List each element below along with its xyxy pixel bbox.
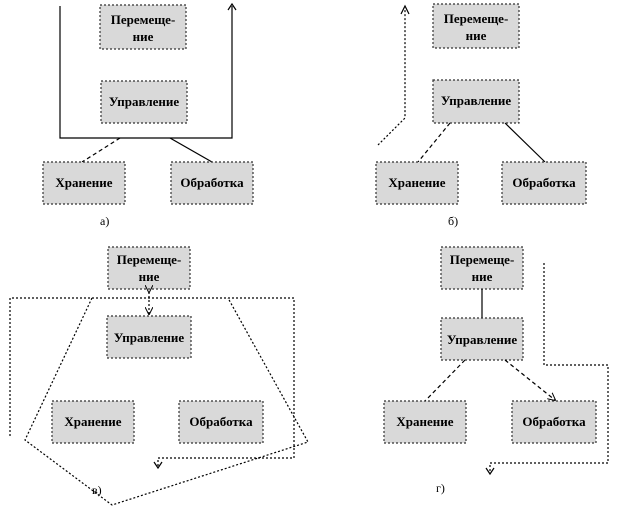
panel-c-processing-block	[178, 400, 264, 444]
panel-d-move-line2: ние	[472, 269, 493, 284]
panel-b-caption: б)	[448, 214, 458, 228]
panel-d-arrow-head	[485, 467, 495, 476]
panel-c-frame-path	[9, 297, 295, 466]
panel-c-control-label: Управление	[114, 330, 185, 345]
panel-d-move-line1: Перемеще-	[450, 252, 515, 267]
panel-b-link-storage	[417, 122, 451, 163]
panel-d-storage-label: Хранение	[396, 414, 453, 429]
panel-b-arrow-head	[400, 4, 410, 15]
panel-a-caption: a)	[100, 214, 109, 228]
panel-b-move-line1: Перемеще-	[444, 11, 509, 26]
panel-b-move-block	[432, 3, 520, 49]
panel-a-control-label: Управление	[109, 94, 180, 109]
panel-c: Перемеще- ние Управление Хранение Обрабо…	[9, 246, 309, 506]
panel-b-move-line2: ние	[466, 28, 487, 43]
panel-a-move-line2: ние	[133, 29, 154, 44]
panel-a-storage-label: Хранение	[55, 175, 112, 190]
panel-c-storage-label: Хранение	[64, 414, 121, 429]
panel-d-processing-label: Обработка	[522, 414, 586, 429]
panel-c-arrow-head	[153, 461, 163, 470]
panel-a-move-line1: Перемеще-	[111, 12, 176, 27]
panel-d-frame-path	[489, 263, 609, 472]
panel-c-trapezoid	[24, 297, 309, 506]
panel-b-control-label: Управление	[441, 93, 512, 108]
panel-d-move-block	[440, 246, 524, 290]
panel-b-storage-label: Хранение	[388, 175, 445, 190]
panel-b-control-block	[432, 79, 520, 124]
panel-b-link-processing	[504, 122, 546, 163]
panel-d-caption: г)	[436, 481, 445, 495]
panel-b-processing-label: Обработка	[512, 175, 576, 190]
panel-a-link-processing	[169, 137, 213, 163]
panel-c-move-line2: ние	[139, 269, 160, 284]
panel-d-storage-block	[383, 400, 467, 444]
panel-a-processing-label: Обработка	[180, 175, 244, 190]
panel-a-move-block	[99, 4, 187, 50]
panel-a-control-block	[100, 80, 188, 124]
panel-d-link-storage	[424, 359, 466, 402]
panel-a-storage-block	[42, 161, 126, 205]
panel-a-link-storage	[81, 137, 121, 163]
panel-a-frame	[59, 6, 233, 139]
panel-c-storage-block	[51, 400, 135, 444]
panel-a-arrow-head	[227, 2, 237, 11]
panel-a-processing-block	[170, 161, 254, 205]
panel-c-move-line1: Перемеще-	[117, 252, 182, 267]
panel-b-processing-block	[501, 161, 587, 205]
panel-b: Перемеще- ние Управление Хранение Обрабо…	[375, 3, 587, 228]
panel-d-control-label: Управление	[447, 332, 518, 347]
panel-c-caption: в)	[92, 483, 102, 497]
panel-d-control-block	[440, 317, 524, 361]
panel-d-link-processing	[504, 359, 555, 400]
panel-b-up-path	[377, 10, 406, 146]
panel-c-move-block	[107, 246, 191, 290]
panel-d-processing-block	[511, 400, 597, 444]
panel-d: Перемеще- ние Управление Хранение Обрабо…	[383, 246, 609, 495]
panel-c-processing-label: Обработка	[189, 414, 253, 429]
panel-c-control-block	[106, 315, 192, 359]
panel-a: Перемеще- ние Управление Хранение Обрабо…	[42, 2, 254, 228]
panel-b-storage-block	[375, 161, 459, 205]
